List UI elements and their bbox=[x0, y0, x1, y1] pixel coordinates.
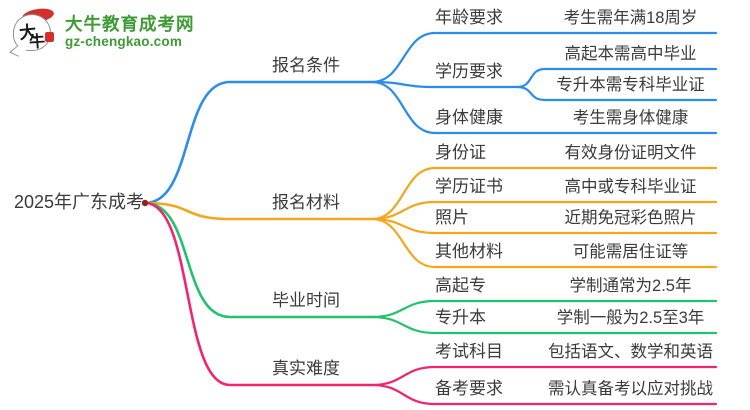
subtopic-node: 身份证 bbox=[435, 143, 486, 162]
edge-root-branch bbox=[143, 201, 374, 387]
root-node: 2025年广东成考 bbox=[14, 192, 145, 212]
logo-speech-bubble bbox=[13, 14, 51, 51]
edge-root-branch bbox=[143, 201, 374, 221]
subtopic-node: 备考要求 bbox=[435, 379, 503, 398]
subtopic-node: 身体健康 bbox=[435, 108, 503, 127]
logo-cow-icon: 大 牛 bbox=[12, 6, 56, 55]
logo-char-niu: 牛 bbox=[28, 31, 46, 52]
root-junction-dot bbox=[141, 199, 149, 207]
branch-node: 报名条件 bbox=[272, 56, 340, 75]
leaf-node: 学制通常为2.5年 bbox=[569, 277, 692, 295]
leaf-node: 考生需身体健康 bbox=[572, 109, 689, 127]
leaf-node: 专升本需专科毕业证 bbox=[556, 76, 705, 94]
site-logo: 大 牛 大牛教育成考网 gz-chengkao.com bbox=[12, 6, 195, 55]
subtopic-node: 考试科目 bbox=[435, 342, 503, 361]
logo-subtitle: gz-chengkao.com bbox=[65, 34, 183, 49]
subtopic-node: 其他材料 bbox=[435, 242, 503, 261]
edge-sub-leaf bbox=[515, 85, 718, 102]
edge-branch-sub bbox=[370, 80, 437, 135]
edge-root-branch bbox=[143, 80, 374, 205]
leaf-node: 考生需年满18周岁 bbox=[563, 9, 698, 27]
edge-branch-sub bbox=[370, 383, 437, 406]
subtopic-node: 年龄要求 bbox=[435, 8, 503, 27]
subtopic-node: 专升本 bbox=[435, 308, 486, 327]
subtopic-node: 学历证书 bbox=[435, 177, 503, 196]
leaf-node: 学制一般为2.5至3年 bbox=[556, 309, 705, 327]
logo-text: 大牛教育成考网 gz-chengkao.com bbox=[65, 14, 195, 50]
edge-branch-sub bbox=[370, 365, 437, 387]
edge-branch-sub bbox=[370, 166, 437, 221]
edge-branch-sub bbox=[370, 315, 437, 335]
subtopic-node: 学历要求 bbox=[435, 62, 503, 81]
logo-red-seal bbox=[45, 32, 54, 42]
leaf-node: 可能需居住证等 bbox=[572, 243, 689, 261]
leaf-node: 包括语文、数学和英语 bbox=[548, 343, 713, 361]
leaf-node: 近期免冠彩色照片 bbox=[564, 209, 697, 227]
branch-node: 毕业时间 bbox=[272, 291, 340, 310]
edge-root-branch bbox=[143, 201, 374, 319]
leaf-node: 高中或专科毕业证 bbox=[564, 178, 697, 196]
edge-branch-sub bbox=[370, 299, 437, 319]
edge-branch-sub bbox=[370, 217, 437, 269]
leaf-node: 有效身份证明文件 bbox=[564, 144, 697, 162]
edge-branch-sub bbox=[370, 31, 437, 84]
branch-node: 报名材料 bbox=[272, 193, 340, 212]
branch-node: 真实难度 bbox=[272, 359, 340, 378]
leaf-node: 需认真备考以应对挑战 bbox=[548, 380, 713, 398]
subtopic-node: 照片 bbox=[435, 208, 469, 227]
subtopic-node: 高起专 bbox=[435, 276, 486, 295]
logo-title: 大牛教育成考网 bbox=[65, 14, 195, 34]
leaf-node: 高起本需高中毕业 bbox=[564, 45, 697, 63]
